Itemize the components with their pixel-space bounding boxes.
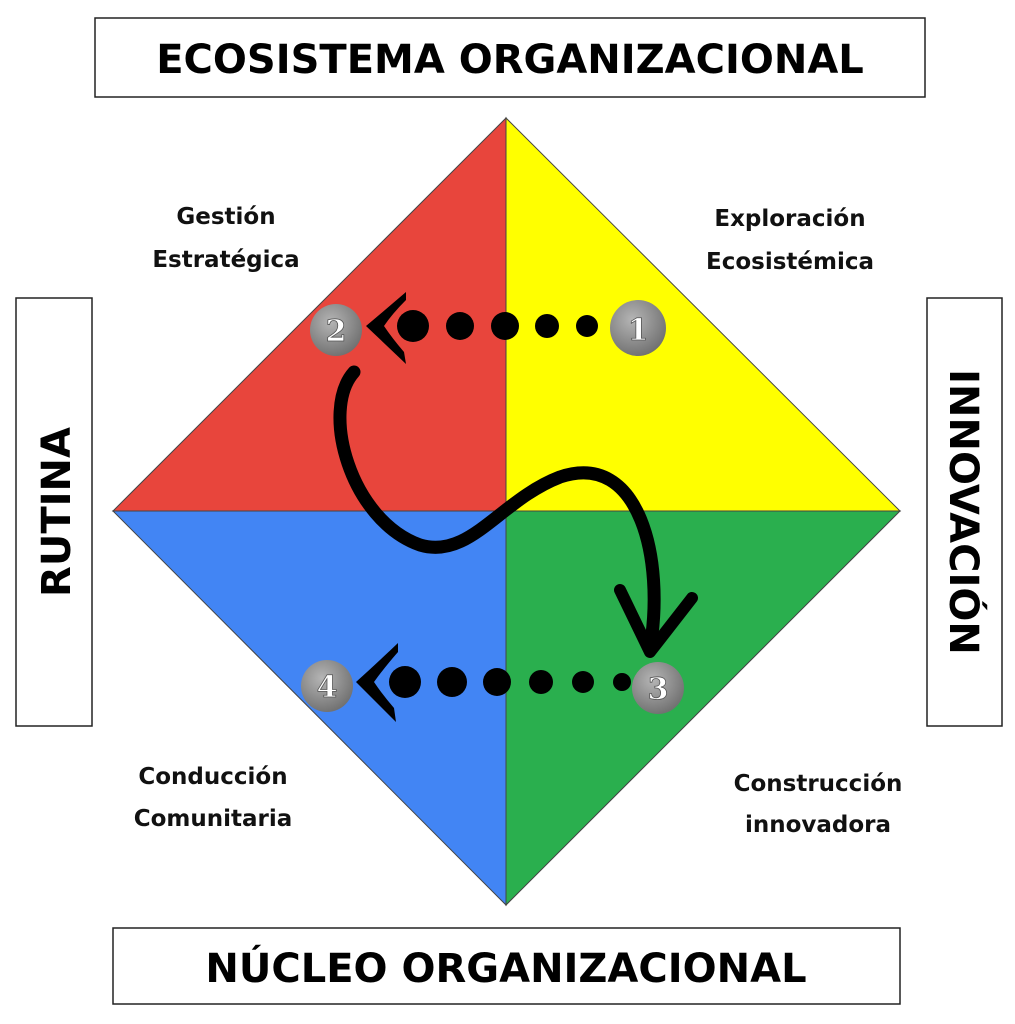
arrowhead-left-icon bbox=[366, 292, 406, 364]
quadrant-gestion-estrategica bbox=[111, 116, 507, 512]
svg-text:4: 4 bbox=[317, 670, 338, 705]
step-badge-1: 1 bbox=[610, 300, 666, 356]
step-badge-3: 3 bbox=[632, 662, 684, 714]
arrowhead-down-icon bbox=[614, 584, 698, 658]
left-title: RUTINA bbox=[34, 427, 80, 597]
label-exploracion: Exploración bbox=[714, 206, 865, 232]
curved-arrow-2-to-3 bbox=[333, 365, 698, 658]
dotted-arrow-3-to-4 bbox=[356, 643, 631, 722]
svg-text:2: 2 bbox=[326, 314, 347, 349]
label-ecosistemica: Ecosistémica bbox=[706, 249, 874, 275]
arrowhead-left-icon bbox=[356, 643, 398, 722]
label-construccion: Construcción bbox=[734, 771, 903, 797]
label-estrategica: Estratégica bbox=[152, 247, 299, 273]
left-title-box: RUTINA bbox=[15, 297, 93, 727]
dotted-arrow-1-to-2 bbox=[366, 292, 598, 364]
right-title-box: INNOVACIÓN bbox=[926, 297, 1003, 727]
label-comunitaria: Comunitaria bbox=[134, 806, 293, 832]
bottom-title: NÚCLEO ORGANIZACIONAL bbox=[205, 944, 806, 992]
top-title-box: ECOSISTEMA ORGANIZACIONAL bbox=[94, 17, 926, 98]
svg-text:1: 1 bbox=[628, 313, 649, 348]
top-title: ECOSISTEMA ORGANIZACIONAL bbox=[156, 37, 864, 83]
label-gestion: Gestión bbox=[176, 204, 275, 230]
right-title: INNOVACIÓN bbox=[940, 369, 988, 655]
label-conduccion: Conducción bbox=[138, 764, 287, 790]
svg-text:3: 3 bbox=[648, 672, 669, 707]
step-badge-4: 4 bbox=[301, 660, 353, 712]
quadrant-construccion-innovadora bbox=[505, 510, 902, 907]
bottom-title-box: NÚCLEO ORGANIZACIONAL bbox=[112, 927, 901, 1005]
quadrant-exploracion-ecosistemica bbox=[505, 116, 902, 512]
step-badge-2: 2 bbox=[310, 304, 362, 356]
quadrant-conduccion-comunitaria bbox=[111, 510, 507, 907]
label-innovadora: innovadora bbox=[745, 812, 891, 838]
